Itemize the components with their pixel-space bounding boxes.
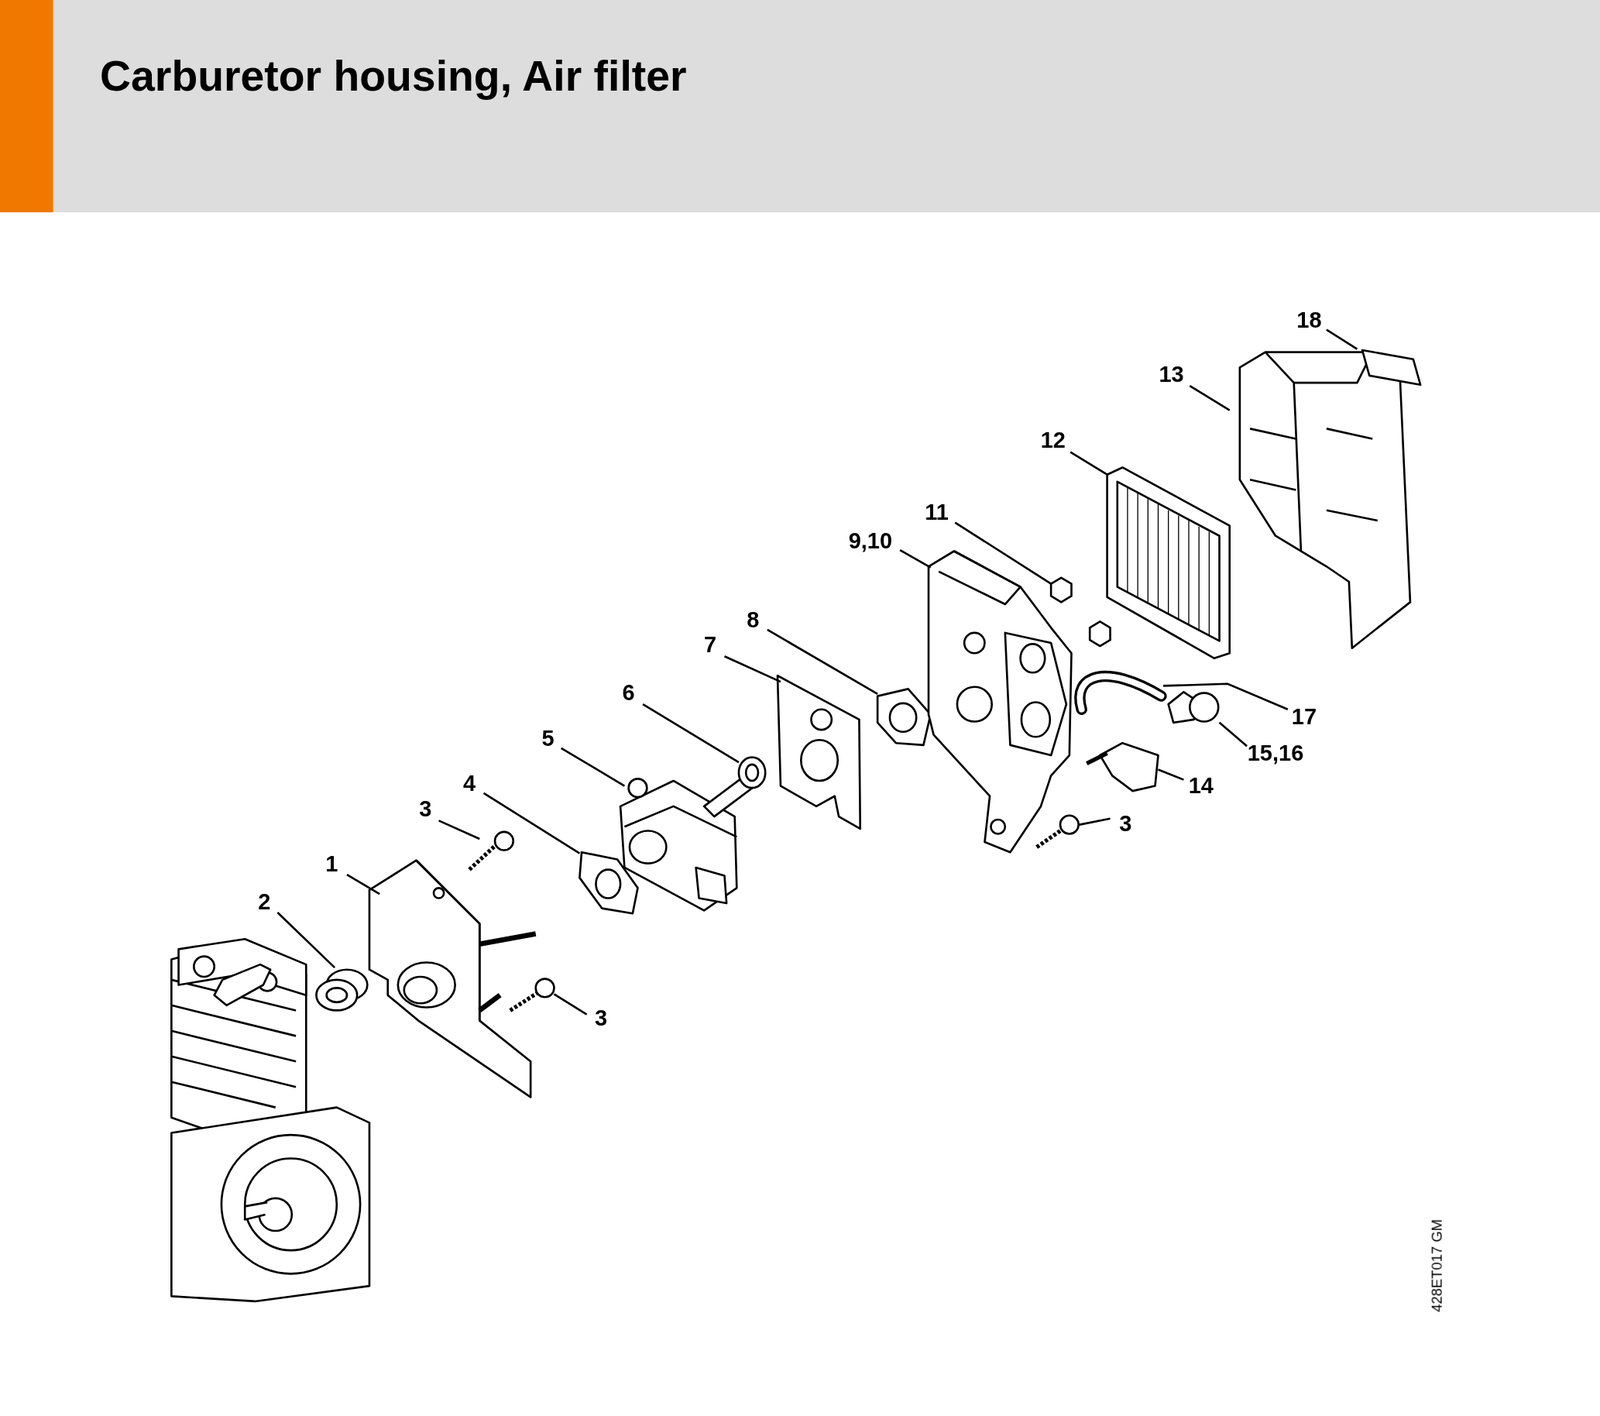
page-title: Carburetor housing, Air filter bbox=[99, 53, 687, 101]
callout-number: 3 bbox=[418, 797, 432, 821]
callout-number: 4 bbox=[463, 772, 476, 795]
callout-number: 13 bbox=[1158, 363, 1184, 386]
callout-number: 3 bbox=[594, 1006, 608, 1030]
callout-number: 3 bbox=[1119, 812, 1132, 835]
drawing-code: 428ET017 GM bbox=[1429, 1218, 1444, 1312]
callout-number: 9,10 bbox=[848, 529, 893, 553]
callout-number: 11 bbox=[924, 501, 949, 524]
callout-number: 5 bbox=[541, 727, 554, 750]
callout-number: 14 bbox=[1188, 774, 1214, 797]
callout-number: 15,16 bbox=[1247, 741, 1305, 765]
callout-number: 1 bbox=[325, 853, 338, 876]
callout-number: 8 bbox=[746, 609, 759, 632]
callout-number: 6 bbox=[622, 681, 636, 704]
callout-number: 12 bbox=[1040, 429, 1066, 453]
callout-number: 17 bbox=[1291, 706, 1317, 729]
callout-number: 7 bbox=[703, 633, 717, 656]
callout-number: 18 bbox=[1296, 309, 1322, 332]
callout-number: 2 bbox=[257, 890, 271, 914]
